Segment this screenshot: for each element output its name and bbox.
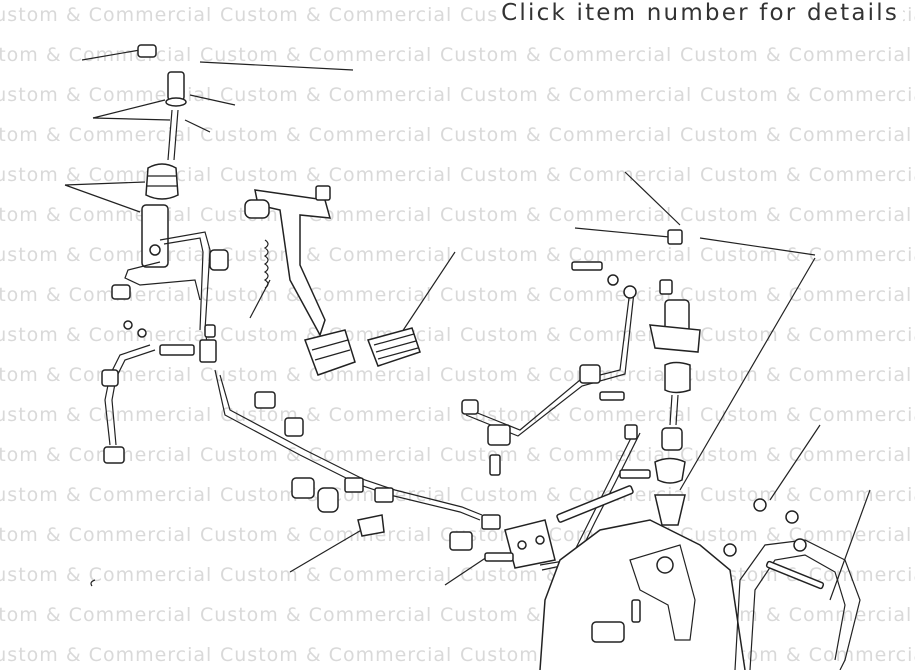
page-title[interactable]: Click item number for details xyxy=(497,0,903,26)
master-cylinder-assembly[interactable] xyxy=(111,44,187,338)
slave-cylinder-assembly[interactable] xyxy=(571,229,701,526)
pedal-bracket-assembly[interactable] xyxy=(244,185,356,376)
small-hook-mark xyxy=(90,579,96,587)
gearbox-housing[interactable] xyxy=(539,498,861,670)
pedal-pad[interactable] xyxy=(367,327,421,367)
mounting-bracket[interactable] xyxy=(484,485,634,569)
callout-leaders xyxy=(64,49,871,601)
hose-fittings[interactable] xyxy=(101,324,501,530)
bushings-and-clips[interactable] xyxy=(159,249,625,551)
